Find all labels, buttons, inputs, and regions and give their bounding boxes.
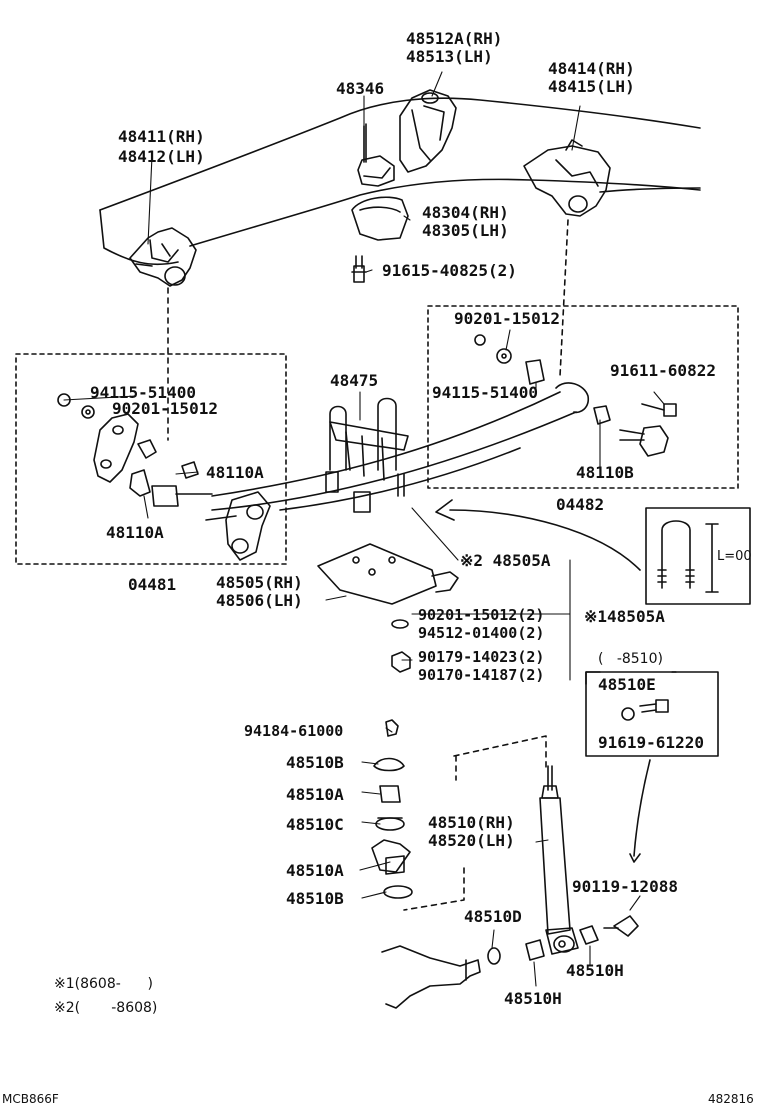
label-48110a-1: 48110A <box>206 463 264 482</box>
direction-arrow <box>435 499 641 571</box>
bracket-48512a <box>399 89 457 173</box>
shackle-left <box>57 393 271 561</box>
label-48305: 48305(LH) <box>422 221 509 240</box>
hanger-bracket-rear <box>523 139 611 217</box>
hanger-bracket-left <box>129 227 197 287</box>
label-48304: 48304(RH) <box>422 203 509 222</box>
label-48510: 48510(RH) <box>428 813 515 832</box>
label-48510a-2: 48510A <box>286 861 344 880</box>
label-90201-left: 90201-15012 <box>112 399 218 418</box>
label-94115-left: 94115-51400 <box>90 383 196 402</box>
label-48510d: 48510D <box>464 907 522 926</box>
label-48505a-2: ※2 48505A <box>460 551 551 570</box>
label-48475: 48475 <box>330 371 379 390</box>
label-48510e: 48510E <box>598 675 656 694</box>
label-8510: ( -8510) <box>598 651 663 667</box>
label-91615: 91615-40825(2) <box>382 261 517 280</box>
label-48513: 48513(LH) <box>406 47 493 66</box>
label-90119: 90119-12088 <box>572 877 678 896</box>
label-94115-right: 94115-51400 <box>432 383 538 402</box>
lower-mount <box>381 915 639 1009</box>
spring-seat <box>317 543 459 605</box>
label-48346: 48346 <box>336 79 385 98</box>
note-1: ※1(8608- ) <box>54 976 153 992</box>
leaf-spring <box>211 382 590 511</box>
label-90201-right: 90201-15012 <box>454 309 560 328</box>
label-48505a-1: ※148505A <box>584 607 665 626</box>
stopper-48304 <box>351 196 409 241</box>
label-04482: 04482 <box>556 495 605 514</box>
label-48520: 48520(LH) <box>428 831 515 850</box>
bracket-48346 <box>357 123 395 187</box>
footer-left-code: MCB866F <box>2 1092 59 1106</box>
cushion-stack <box>371 757 413 899</box>
label-48510h-2: 48510H <box>504 989 562 1008</box>
shackle-right <box>474 334 677 457</box>
bolt-91615 <box>351 255 367 283</box>
leader-dashes <box>167 219 569 911</box>
label-90170: 90170-14187(2) <box>418 666 545 684</box>
label-04481: 04481 <box>128 575 177 594</box>
label-48510b-1: 48510B <box>286 753 344 772</box>
label-48415: 48415(LH) <box>548 77 635 96</box>
label-48414: 48414(RH) <box>548 59 635 78</box>
frame-rail <box>99 97 701 266</box>
label-48510a-1: 48510A <box>286 785 344 804</box>
label-48110b: 48110B <box>576 463 634 482</box>
leader-lines <box>63 71 665 987</box>
label-48510c: 48510C <box>286 815 344 834</box>
note-2: ※2( -8608) <box>54 1000 158 1016</box>
label-48512a: 48512A(RH) <box>406 29 503 48</box>
label-48510b-2: 48510B <box>286 889 344 908</box>
label-94184: 94184-61000 <box>244 722 344 740</box>
inset-48510e <box>585 671 719 863</box>
label-91619: 91619-61220 <box>598 733 704 752</box>
label-48110a-2: 48110A <box>106 523 164 542</box>
label-48505: 48505(RH) <box>216 573 303 592</box>
label-length: L=00 <box>717 549 752 564</box>
box-04482 <box>427 305 739 489</box>
label-48412: 48412(LH) <box>118 147 205 166</box>
u-bolt-assembly <box>325 397 409 513</box>
label-48510h-1: 48510H <box>566 961 624 980</box>
footer-right-code: 482816 <box>708 1092 754 1106</box>
washer-nut-set <box>385 619 411 737</box>
label-94512: 94512-01400(2) <box>418 624 545 642</box>
label-48506: 48506(LH) <box>216 591 303 610</box>
u-bolt-inset <box>645 507 751 605</box>
shock-absorber <box>539 765 579 955</box>
label-90201-mid: 90201-15012(2) <box>418 606 545 624</box>
label-91611: 91611-60822 <box>610 361 716 380</box>
label-48411: 48411(RH) <box>118 127 205 146</box>
label-90179: 90179-14023(2) <box>418 648 545 666</box>
